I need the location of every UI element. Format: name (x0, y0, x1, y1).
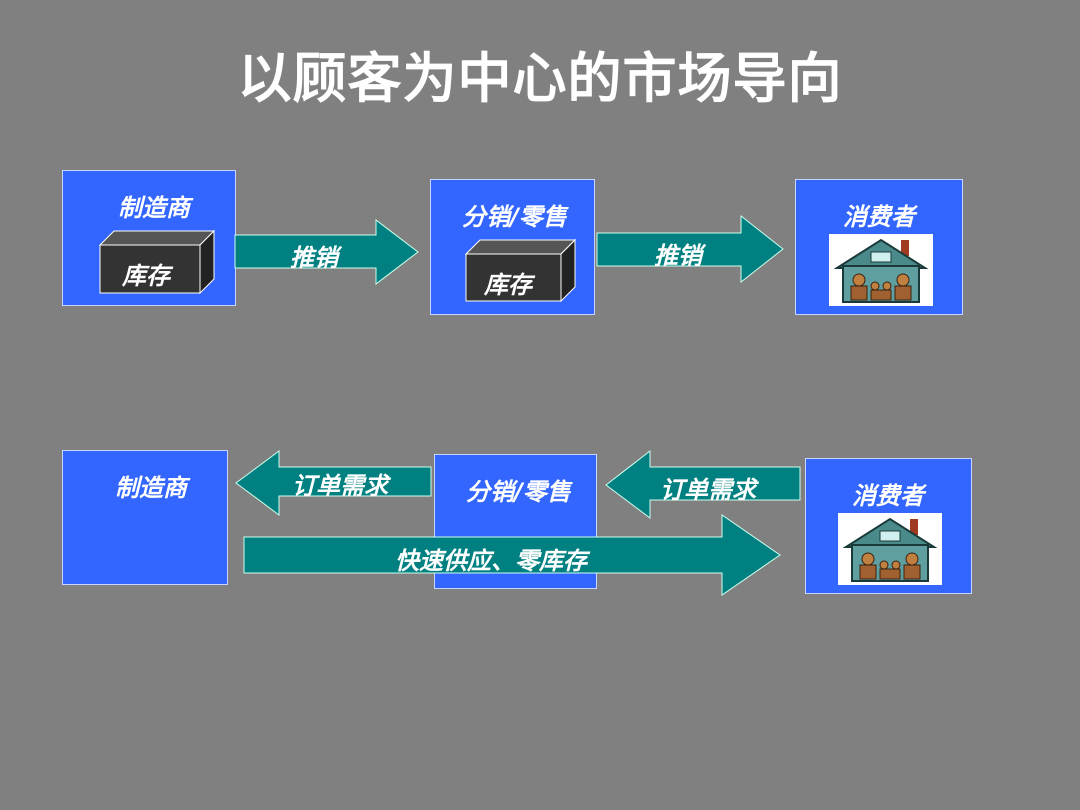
push-distributor-inventory-label: 库存 (484, 271, 532, 299)
page-title: 以顾客为中心的市场导向 (237, 47, 843, 110)
push-arrow-2-label: 推销 (654, 242, 702, 270)
order-arrow-2-label: 订单需求 (660, 476, 756, 504)
pull-manufacturer-box (62, 450, 228, 585)
push-manufacturer-inventory-label: 库存 (122, 262, 170, 290)
family-house-icon (829, 234, 933, 306)
push-distributor-label: 分销/零售 (462, 203, 567, 231)
push-arrow-1 (234, 218, 419, 286)
push-manufacturer-label: 制造商 (118, 194, 190, 222)
pull-manufacturer-label: 制造商 (115, 474, 187, 502)
pull-consumer-label: 消费者 (852, 482, 924, 510)
family-house-icon (838, 513, 942, 585)
push-consumer-label: 消费者 (843, 203, 915, 231)
supply-arrow (243, 514, 781, 596)
inventory-cube-2 (464, 238, 577, 303)
push-arrow-2 (596, 214, 784, 284)
inventory-cube-1 (98, 229, 216, 295)
order-arrow-1-label: 订单需求 (292, 472, 388, 500)
push-arrow-1-label: 推销 (290, 244, 338, 272)
pull-distributor-label: 分销/零售 (466, 478, 571, 506)
supply-arrow-label: 快速供应、零库存 (395, 547, 587, 575)
order-arrow-1 (235, 450, 432, 516)
order-arrow-2 (605, 449, 801, 519)
